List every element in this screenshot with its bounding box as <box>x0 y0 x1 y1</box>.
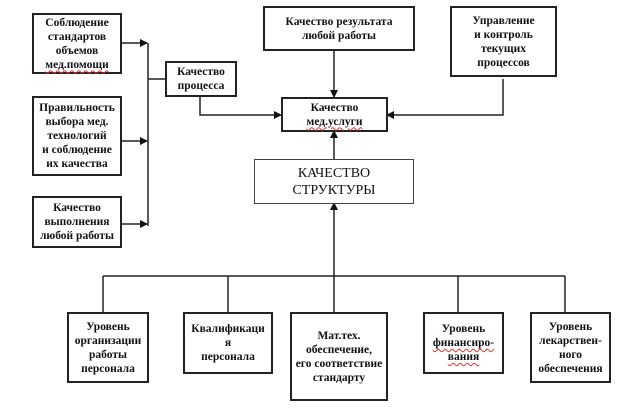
node-text: Качество <box>53 202 101 214</box>
arrow-process-to-service <box>199 96 282 119</box>
node-text: КАЧЕСТВО <box>297 165 371 181</box>
node-text: мед.услуги <box>306 115 363 128</box>
arrow-management-to-service <box>386 79 504 119</box>
node-material-support: Мат.тех. обеспечение, его соответствие с… <box>290 312 388 401</box>
node-text: персонала <box>201 351 255 363</box>
node-text: работы <box>89 348 127 361</box>
node-text: ного <box>558 348 583 361</box>
node-text: Мат.тех. <box>317 329 361 342</box>
node-drug-supply: Уровень лекарствен- ного обеспечения <box>530 312 611 383</box>
node-management: Управление и контроль текущих процессов <box>450 6 557 77</box>
node-text: лекарствен- <box>539 334 602 347</box>
node-text: Качество результата <box>285 15 393 28</box>
node-text: обеспечение, <box>306 343 372 356</box>
node-text: Качество <box>177 66 225 78</box>
node-text: Квалификаци <box>191 323 265 335</box>
node-text: его соответствие <box>295 357 383 370</box>
node-structure-quality: КАЧЕСТВО СТРУКТУРЫ <box>254 159 414 204</box>
node-text: стандартов <box>47 30 107 43</box>
node-text: процессов <box>477 56 530 69</box>
node-text: стандарту <box>312 371 366 384</box>
node-text: Управление <box>472 14 535 27</box>
node-staff-organization: Уровень организации работы персонала <box>67 312 149 383</box>
node-text: Уровень <box>548 320 593 333</box>
node-text: вания <box>447 351 480 363</box>
node-result-quality: Качество результата любой работы <box>263 6 415 51</box>
node-text: выполнения <box>44 216 110 228</box>
node-text: и контроль <box>474 28 533 41</box>
node-text: Правильность <box>39 102 115 114</box>
node-standards: Соблюдение стандартов объемов мед.помощи <box>32 13 122 74</box>
node-text: финансиро- <box>432 337 495 349</box>
node-text: Качество <box>310 101 359 114</box>
node-text: мед.помощи <box>45 58 109 71</box>
node-staff-qualification: Квалификаци я персонала <box>183 312 273 374</box>
node-text: объемов <box>55 44 99 57</box>
node-text: Уровень <box>441 323 486 335</box>
node-text: текущих <box>480 42 527 55</box>
node-text: Уровень <box>86 320 130 333</box>
node-text: процесса <box>177 80 225 92</box>
node-text: и соблюдение <box>42 144 112 156</box>
node-work-execution: Качество выполнения любой работы <box>32 196 122 248</box>
node-text: я <box>224 337 232 349</box>
node-text: технологий <box>47 130 107 142</box>
node-text: обеспечения <box>538 362 603 375</box>
node-text: Соблюдение <box>45 16 109 29</box>
node-text: любой работы <box>39 230 115 242</box>
node-financing: Уровень финансиро- вания <box>423 312 504 374</box>
node-text: их качества <box>46 158 108 170</box>
node-text: организации <box>74 334 142 347</box>
node-technology: Правильность выбора мед. технологий и со… <box>32 96 122 176</box>
node-text: персонала <box>81 362 135 375</box>
node-text: СТРУКТУРЫ <box>292 182 376 198</box>
node-text: любой работы <box>301 29 377 42</box>
node-service-quality: Качество мед.услуги <box>281 97 388 132</box>
node-text: выбора мед. <box>45 116 109 128</box>
node-process-quality: Качество процесса <box>165 61 237 97</box>
